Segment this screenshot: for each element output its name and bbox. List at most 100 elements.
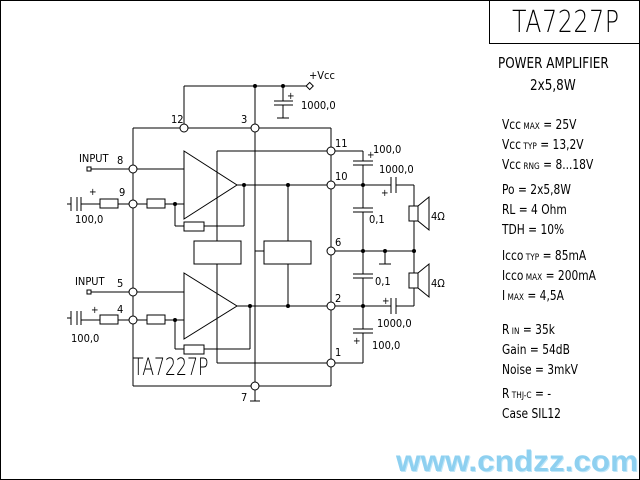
pin-3 (250, 123, 260, 133)
spec-row: Vcc MAX = 25V (502, 118, 576, 133)
pin-label-9: 9 (119, 186, 125, 199)
spec-name: Icco (502, 269, 524, 284)
spec-name: Po (502, 183, 515, 198)
spec-name: TDH (502, 223, 525, 238)
spec-name: Vcc (502, 138, 522, 153)
pin-label-7: 7 (241, 391, 247, 404)
spec-name: Vcc (502, 158, 522, 173)
pin-label-6: 6 (335, 236, 341, 249)
svg-text:+: + (89, 187, 97, 198)
pin-markers (128, 123, 336, 391)
pin-label-10: 10 (335, 170, 348, 183)
pin-7 (250, 381, 260, 391)
pin-2 (326, 301, 336, 311)
amplifier-2 (174, 264, 331, 364)
spec-value: = 25V (539, 118, 577, 133)
pin-12 (179, 123, 189, 133)
pin-label-3: 3 (241, 113, 247, 126)
pin-4 (128, 315, 138, 325)
speaker2-value: 4Ω (431, 277, 445, 290)
spec-row: Vcc TYP = 13,2V (502, 138, 584, 153)
pin-label-5: 5 (117, 277, 123, 290)
cap-boot1-value: 100,0 (373, 143, 401, 156)
cap-boot2-value: 100,0 (372, 339, 400, 352)
pin-label-4: 4 (117, 303, 123, 316)
bootstrap-cap-2: + 100,0 (331, 306, 400, 364)
spec-value: = - (531, 387, 552, 402)
input-2-label: INPUT (75, 275, 106, 288)
power-rating: 2x5,8W (530, 76, 576, 94)
spec-name: I (502, 289, 506, 304)
pin-9 (128, 199, 138, 209)
spec-value: = 13,2V (536, 138, 584, 153)
ground-node (331, 249, 416, 265)
vcc-bus: +Vcc (183, 69, 335, 401)
bootstrap-cap-1: + 100,0 (331, 143, 401, 185)
spec-row: R THJ-C = - (502, 387, 551, 402)
cap-out1-value: 1000,0 (379, 163, 414, 176)
spec-row: Noise = 3mkV (502, 363, 578, 378)
spec-row: Case SIL12 (502, 407, 561, 422)
speaker1-value: 4Ω (431, 210, 445, 223)
spec-name: Vcc (502, 118, 522, 133)
chip-title: TA7227P (511, 4, 620, 40)
chip-label: TA7227P (133, 353, 209, 381)
pin-6 (326, 246, 336, 256)
capacitor-in1-value: 100,0 (75, 213, 103, 226)
spec-row: TDH = 10% (502, 223, 564, 238)
pin-label-12: 12 (171, 113, 184, 126)
svg-text:+: + (382, 296, 390, 307)
pin-10 (326, 180, 336, 190)
spec-subscript: TYP (523, 253, 540, 263)
svg-text:+: + (287, 91, 295, 102)
spec-value: = 54dB (526, 343, 570, 358)
pin-1 (326, 358, 336, 368)
filter-cap-2: 0,1 (353, 251, 391, 306)
spec-subscript: IN (509, 327, 520, 337)
capacitor-vcc: + 1000,0 (274, 86, 336, 119)
bias-block-2 (263, 240, 312, 265)
spec-value: SIL12 (528, 407, 561, 422)
spec-name: Noise (502, 363, 532, 378)
spec-subscript: THJ-C (509, 391, 532, 401)
spec-value: = 3mkV (531, 363, 578, 378)
svg-text:+: + (381, 188, 389, 199)
spec-value: = 10% (524, 223, 565, 238)
capacitor-in2-value: 100,0 (71, 332, 99, 345)
subtitle: POWER AMPLIFIER (498, 54, 609, 72)
spec-value: = 35k (519, 323, 555, 338)
cap-filt2-value: 0,1 (375, 275, 391, 288)
spec-row: I MAX = 4,5A (502, 289, 564, 304)
pin-label-11: 11 (335, 137, 348, 150)
spec-subscript: MAX (523, 273, 543, 283)
spec-subscript: MAX (505, 293, 524, 303)
pin-label-2: 2 (335, 292, 341, 305)
spec-subscript: RNG (521, 162, 540, 172)
pin-label-1: 1 (335, 346, 341, 359)
svg-text:+: + (367, 150, 375, 161)
spec-row: RL = 4 Ohm (502, 203, 567, 218)
input-1-label: INPUT (79, 152, 110, 165)
watermark: www.cndzz.com (396, 445, 639, 478)
bias-block-1 (193, 240, 242, 265)
spec-name: R (502, 323, 510, 338)
spec-row: Gain = 54dB (502, 343, 570, 358)
spec-value: = 85mA (539, 249, 587, 264)
spec-value: = 200mA (542, 269, 596, 284)
title-box: TA7227P (489, 1, 639, 44)
svg-text:+: + (353, 336, 361, 347)
spec-value: = 4 Ohm (515, 203, 567, 218)
spec-row: Vcc RNG = 8...18V (502, 158, 593, 173)
spec-name: R (502, 387, 510, 402)
spec-value: = 4,5A (523, 289, 564, 304)
capacitor-vcc-value: 1000,0 (301, 99, 336, 112)
output-cap-2: + 1000,0 (331, 296, 414, 330)
spec-value: = 2x5,8W (514, 183, 571, 198)
input-1-network: + 100,0 (67, 187, 184, 226)
pin-11 (326, 146, 336, 156)
input-2-network: + 100,0 (67, 305, 184, 345)
spec-row: Icco MAX = 200mA (502, 269, 596, 284)
spec-name: Case (502, 407, 529, 422)
